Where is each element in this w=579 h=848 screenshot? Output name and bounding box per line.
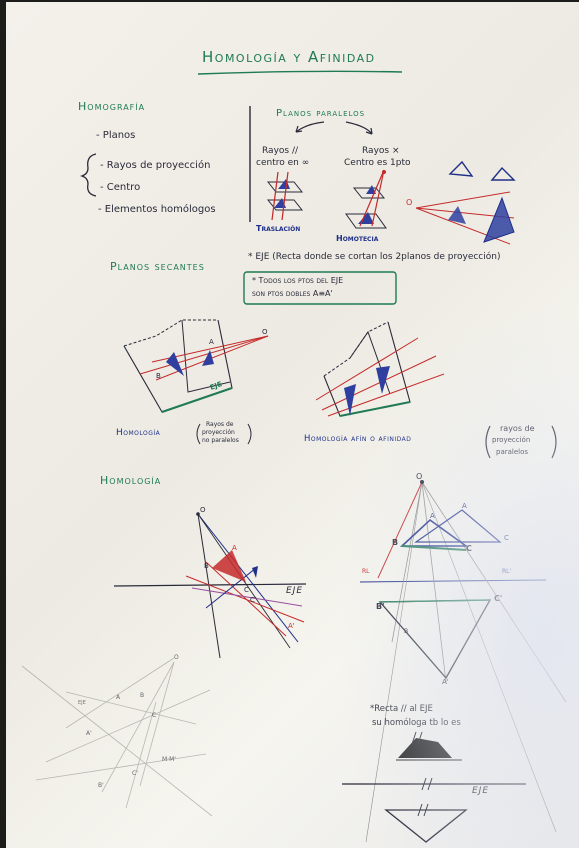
faint-b: B <box>140 692 145 699</box>
traslacion-label: Traslación <box>256 224 301 233</box>
left-fig-c: C <box>244 586 249 594</box>
homografia-heading: Homografía <box>78 100 146 113</box>
eje-definition: * EJE (Recta donde se cortan los 2planos… <box>248 252 501 262</box>
right-fig-a-top: A <box>462 502 467 510</box>
right-fig-c: C <box>466 544 472 553</box>
title-underline <box>197 70 403 75</box>
left-fig-a: A <box>232 544 237 552</box>
sketch-label-o: O <box>262 328 268 336</box>
sketch-label-a: A <box>209 338 214 346</box>
left-fig-eje: EJE <box>286 586 304 596</box>
right-fig-c-top: C <box>504 534 509 542</box>
recta-note-line2: su homóloga tb lo es <box>372 718 461 728</box>
homologia-note-2: proyección <box>202 429 235 436</box>
notebook-page: Homología y Afinidad Homografía - Planos… <box>6 2 579 848</box>
homografia-item-planos: - Planos <box>96 130 136 141</box>
eje-box-line1: * Todos los ptos del EJE <box>252 276 344 285</box>
faint-c1: C' <box>132 770 138 777</box>
eje-box <box>243 271 397 305</box>
homografia-item-centro: - Centro <box>100 182 141 193</box>
secantes-heading: Planos secantes <box>110 260 205 273</box>
homologia-note-1: Rayos de <box>206 421 234 428</box>
right-fig-rl: RL <box>362 568 370 575</box>
right-fig-a: A <box>430 512 435 520</box>
page-title: Homología y Afinidad <box>202 48 376 66</box>
eje-box-line2: son ptos dobles A≡A' <box>252 289 333 298</box>
left-fig-a1: A' <box>288 622 295 630</box>
rayos-paralelos-line2: centro en ∞ <box>256 158 310 168</box>
homotecia-label: Homotecia <box>336 234 379 243</box>
rayos-punto-line2: Centro es 1pto <box>344 158 411 168</box>
homotecia-center-label: O <box>406 198 413 207</box>
right-fig-c1: C' <box>494 594 503 603</box>
homografia-brace <box>79 106 251 222</box>
paralelos-heading: Planos paralelos <box>276 108 366 119</box>
faint-a1: A' <box>86 730 92 737</box>
faint-o: O <box>174 654 179 661</box>
recta-note-line1: *Recta // al EJE <box>370 704 433 714</box>
faint-ml: M·M' <box>162 756 176 763</box>
homologia-left-construction <box>113 512 307 659</box>
rayos-paralelos-line1: Rayos // <box>262 146 299 156</box>
right-fig-b-small: B <box>404 628 409 635</box>
sketch-label-b: B <box>156 372 161 380</box>
homologia-note-3: no paralelos <box>202 437 239 444</box>
planos-paralelos-sketches <box>266 121 516 245</box>
faint-b1: B' <box>98 782 104 789</box>
homografia-item-elementos: - Elementos homólogos <box>98 204 216 215</box>
right-fig-b1: B' <box>376 602 385 611</box>
right-fig-a1: A' <box>442 678 449 686</box>
rayos-punto-line1: Rayos × <box>362 146 400 156</box>
left-fig-c1: C' <box>250 596 257 604</box>
right-fig-b: B <box>392 538 399 547</box>
homologia-faint-construction <box>21 657 213 817</box>
eje-bottom-label: EJE <box>472 786 490 796</box>
right-fig-o: O <box>416 472 423 481</box>
left-fig-o: O <box>200 506 206 514</box>
homologia-right-construction <box>342 480 567 843</box>
homologia-label: Homología <box>116 428 161 438</box>
faint-c: C <box>152 712 157 719</box>
homologia-section-heading: Homología <box>100 474 162 487</box>
right-fig-rlp: RL' <box>502 568 512 575</box>
faint-eje: EJE <box>78 700 86 706</box>
left-fig-b: B <box>204 562 209 570</box>
homografia-item-rayos: - Rayos de proyección <box>100 160 211 171</box>
faint-a: A <box>116 694 121 701</box>
